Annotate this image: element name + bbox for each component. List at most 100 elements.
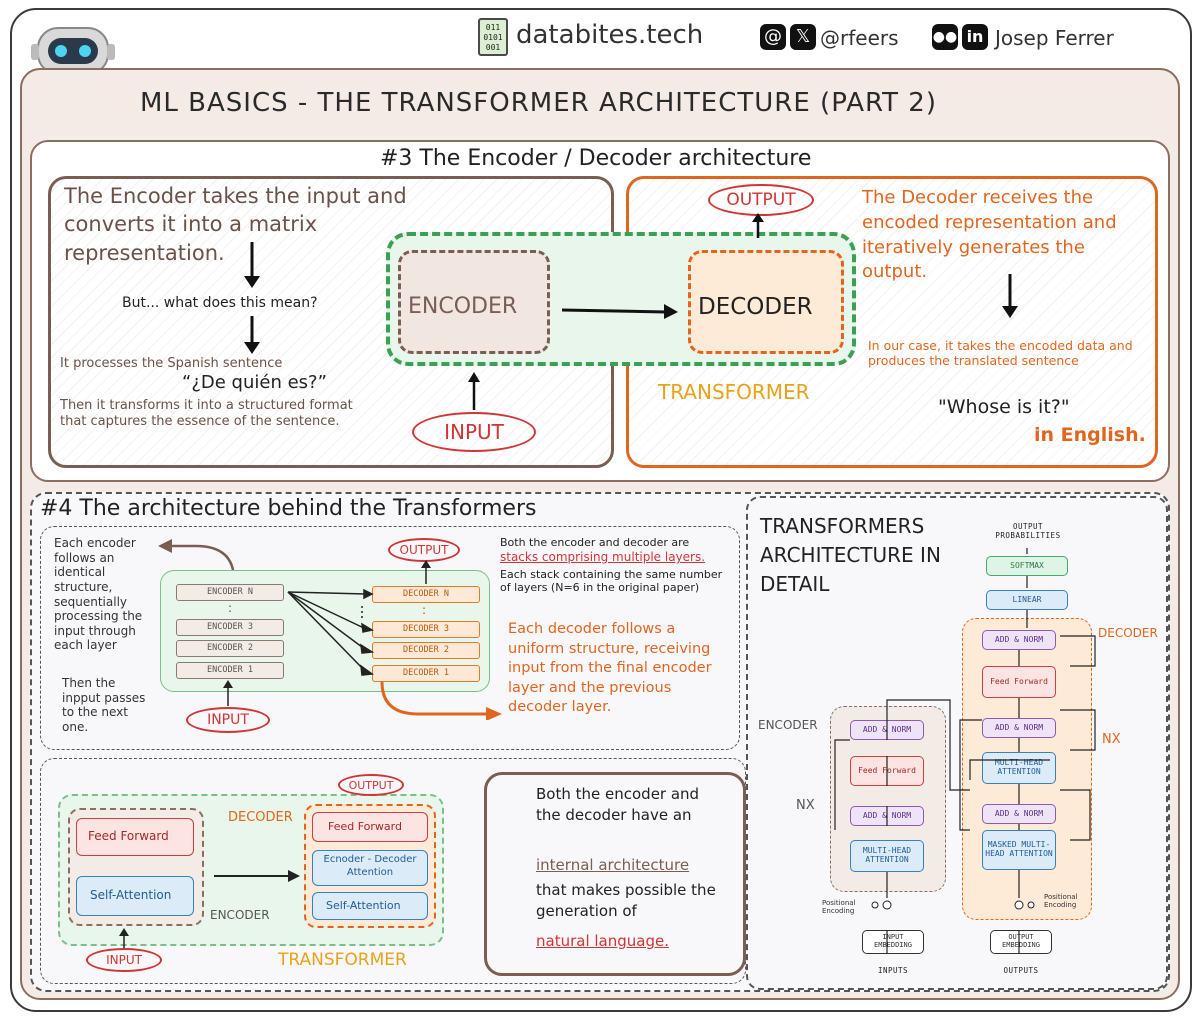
- outer-frame: [10, 8, 1192, 1012]
- dec-addnorm-1: ADD & NORM: [982, 804, 1056, 824]
- detail-panel: [746, 496, 1168, 990]
- threads-icon[interactable]: @: [760, 24, 786, 50]
- internal-output-label: OUTPUT: [348, 778, 394, 792]
- internal-input-label: INPUT: [106, 953, 142, 967]
- input-pill-label: INPUT: [444, 420, 504, 444]
- input-embedding: INPUT EMBEDDING: [862, 930, 924, 954]
- sa-box-enc: [76, 876, 194, 916]
- eda-label: Ecnoder - Decoder Attention: [323, 854, 417, 878]
- detail-decoder-label: DECODER: [1098, 626, 1158, 640]
- stack-input-pill: INPUT: [186, 707, 270, 733]
- decoder-2: DECODER 2: [372, 642, 480, 659]
- handle[interactable]: @rfeers: [820, 26, 899, 50]
- transformer-label: TRANSFORMER: [658, 380, 810, 404]
- stack-output-arrow: [420, 560, 432, 590]
- arrow-down-1: [240, 240, 264, 294]
- encoder-2: ENCODER 2: [176, 640, 284, 657]
- enc-to-dec-arrow: [560, 300, 680, 324]
- internal-text-a: Both the encoder and the decoder have an: [536, 785, 700, 825]
- detail-nx-enc: NX: [796, 798, 815, 813]
- output-embedding: OUTPUT EMBEDDING: [990, 930, 1052, 954]
- stack-left-note: Each encoder follows an identical struct…: [54, 536, 143, 653]
- internal-transformer-word: TRANSFORMER: [278, 950, 407, 970]
- stack-output-pill: OUTPUT: [388, 538, 460, 562]
- ff-box-dec: [312, 812, 428, 842]
- internal-arrow: [212, 868, 302, 888]
- main-title: ML BASICS - THE TRANSFORMER ARCHITECTURE…: [140, 88, 937, 118]
- sa-label-dec: Self-Attention: [326, 899, 401, 912]
- internal-text-b: internal architecture: [536, 856, 690, 874]
- internal-output-pill: OUTPUT: [338, 774, 404, 796]
- decoder-block: [688, 250, 844, 354]
- internal-decoder-word: DECODER: [228, 810, 293, 825]
- section3-title: #3 The Encoder / Decoder architecture: [380, 146, 812, 171]
- english-sentence: "Whose is it?": [938, 396, 1070, 418]
- internal-input-pill: INPUT: [86, 948, 162, 972]
- dec-feed-forward: Feed Forward: [982, 666, 1056, 698]
- processes-text: It processes the Spanish sentence: [60, 356, 283, 371]
- linear-layer: LINEAR: [986, 590, 1068, 610]
- section4-title: #4 The architecture behind the Transform…: [40, 496, 537, 521]
- softmax-layer: SOFTMAX: [986, 556, 1068, 576]
- transforms-text: Then it transforms it into a structured …: [60, 398, 353, 429]
- inputs-label: INPUTS: [877, 966, 909, 975]
- decoder-3: DECODER 3: [372, 621, 480, 638]
- internal-encoder-word: ENCODER: [210, 908, 270, 922]
- ff-box-enc: [76, 818, 194, 856]
- eda-box: [312, 850, 428, 886]
- encoder-block-label: ENCODER: [408, 294, 518, 319]
- decoder-intro-text: The Decoder receives the encoded represe…: [862, 187, 1117, 283]
- arrow-down-2: [240, 314, 264, 360]
- x-icon[interactable]: 𝕏: [790, 24, 816, 50]
- internal-text-c: that makes possible the generation of: [536, 881, 716, 921]
- dec-to-output-arrow: [750, 212, 766, 244]
- input-pill: INPUT: [412, 412, 536, 452]
- internal-explain-box: [484, 772, 746, 976]
- arrow-down-3: [998, 272, 1022, 324]
- stack-note-c: Each stack containing the same number of…: [500, 568, 723, 595]
- ff-label-dec: Feed Forward: [328, 820, 402, 833]
- dec-mha: MULTI-HEAD ATTENTION: [982, 752, 1056, 784]
- output-pill-label: OUTPUT: [726, 190, 796, 210]
- ff-label-enc: Feed Forward: [88, 829, 169, 843]
- stack-input-arrow: [222, 680, 234, 712]
- decoder-note: Each decoder follows a uniform structure…: [508, 621, 712, 716]
- enc-mha: MULTI-HEAD ATTENTION: [850, 840, 924, 872]
- decoder-case-text: In our case, it takes the encoded data a…: [868, 338, 1133, 369]
- encoder-dots: :: [228, 601, 233, 615]
- decoder-dots: :: [422, 603, 427, 617]
- encoder-n: ENCODER N: [176, 584, 284, 601]
- detail-connectors: [820, 540, 1120, 984]
- decoder-block-label: DECODER: [698, 294, 813, 320]
- dec-addnorm-3: ADD & NORM: [982, 630, 1056, 650]
- site-name[interactable]: databites.tech: [516, 20, 704, 50]
- detail-encoder-label: ENCODER: [758, 718, 818, 732]
- outputs-label: OUTPUTS: [1003, 966, 1039, 975]
- input-to-enc-arrow: [466, 370, 482, 416]
- stack-note-b: stacks comprising multiple layers.: [500, 550, 706, 564]
- dec-addnorm-2: ADD & NORM: [982, 718, 1056, 738]
- stack-left-note2: Then the inpput passes to the next one.: [62, 676, 146, 734]
- stack-note-a: Both the encoder and decoder are: [500, 536, 690, 549]
- internal-input-arrow: [118, 928, 130, 954]
- sa-box-dec: [312, 892, 428, 920]
- output-pill: OUTPUT: [708, 184, 814, 216]
- stack-to-note-arrow: [378, 680, 508, 724]
- detail-nx-dec: NX: [1102, 732, 1121, 747]
- medium-icon[interactable]: ●●: [932, 24, 958, 50]
- stack-input-label: INPUT: [207, 712, 249, 728]
- author-name: Josep Ferrer: [995, 26, 1114, 50]
- encoder-block: [398, 250, 550, 354]
- in-english-text: in English.: [1034, 424, 1146, 446]
- enc-positional-label: Positional Encoding: [822, 899, 856, 915]
- detail-title: TRANSFORMERS ARCHITECTURE IN DETAIL: [760, 514, 941, 596]
- encoder-3: ENCODER 3: [176, 619, 284, 636]
- linkedin-icon[interactable]: in: [962, 24, 988, 50]
- stack-fan-arrows: [286, 584, 376, 688]
- sa-label-enc: Self-Attention: [90, 888, 172, 902]
- question-text: But... what does this mean?: [122, 295, 318, 311]
- internal-text-d: natural language.: [536, 932, 669, 950]
- output-probs-label: OUTPUT PROBABILITIES: [995, 522, 1061, 540]
